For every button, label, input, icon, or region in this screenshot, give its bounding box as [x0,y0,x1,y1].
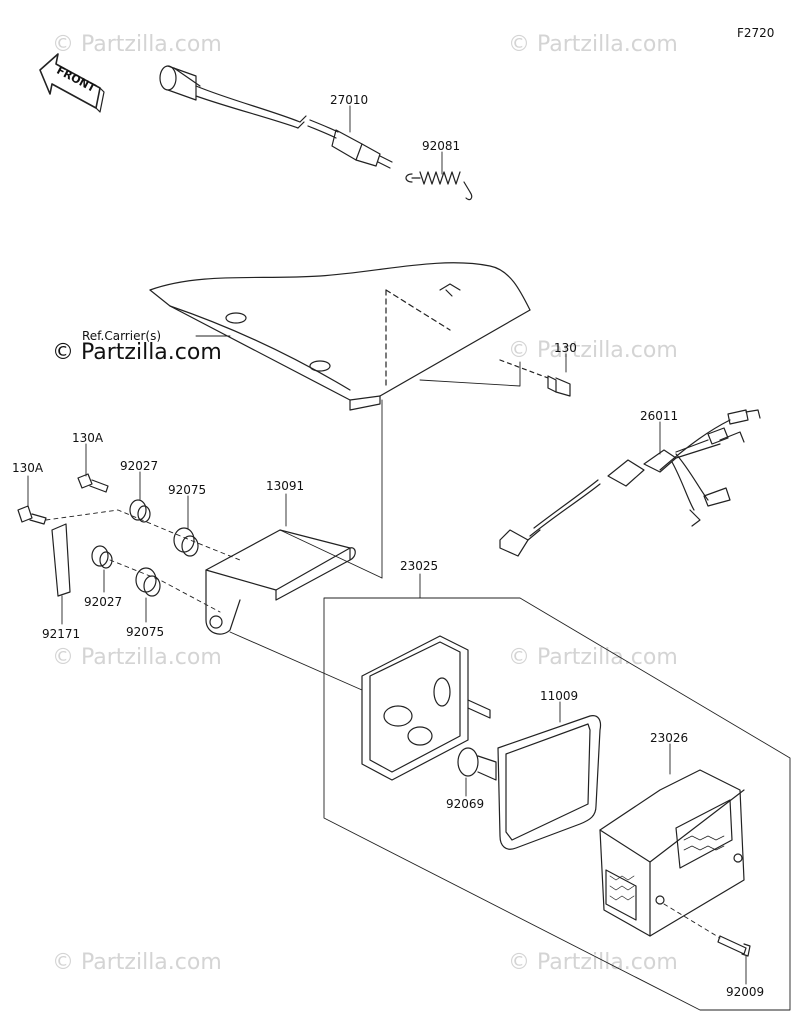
part-label-92027-lower: 92027 [84,595,122,609]
part-label-130A-lower: 130A [12,461,44,475]
grommet-92075-lower [135,567,161,597]
watermark: © Partzilla.com [52,32,222,57]
sensor-cable-27010 [159,65,393,169]
bolt-130A-upper [77,473,109,493]
part-label-26011: 26011 [640,409,678,423]
part-label-130A-upper: 130A [72,431,104,445]
front-arrow-icon [39,53,105,113]
ref-carrier-label: Ref.Carrier(s) [82,329,161,343]
assembly-box-23025 [323,597,791,1011]
carrier-panel [149,262,531,411]
watermark: © Partzilla.com [52,950,222,975]
collar-92027-lower [91,545,113,569]
tail-light-base [229,631,491,781]
diagram-code: F2720 [737,26,775,40]
part-label-11009: 11009 [540,689,578,703]
watermark: © Partzilla.com [52,645,222,670]
part-label-92171: 92171 [42,627,80,641]
bolt-130 [419,359,571,397]
watermark: © Partzilla.com [508,32,678,57]
part-label-23025: 23025 [400,559,438,573]
part-label-92075-lower: 92075 [126,625,164,639]
wiring-harness-26011 [499,409,761,557]
watermark: © Partzilla.com [508,950,678,975]
bracket-13091 [205,399,383,635]
screw-92009 [663,903,751,957]
lens-cover-23026 [599,769,745,937]
part-label-92075-upper: 92075 [168,483,206,497]
part-label-92009: 92009 [726,985,764,999]
watermark: © Partzilla.com [508,338,678,363]
part-label-27010: 27010 [330,93,368,107]
part-label-92027-upper: 92027 [120,459,158,473]
part-label-23026: 23026 [650,731,688,745]
plate-92171 [51,523,71,597]
part-label-13091: 13091 [266,479,304,493]
collar-92027-upper [129,499,151,523]
watermark-main: © Partzilla.com [52,340,222,365]
grommet-92075-upper [173,527,199,557]
bulb-92069 [457,747,497,781]
part-label-92069: 92069 [446,797,484,811]
part-label-92081: 92081 [422,139,460,153]
bolt-130A-lower [17,505,47,525]
spring-92081 [405,171,473,201]
watermark: © Partzilla.com [508,645,678,670]
part-label-130: 130 [554,341,577,355]
gasket-11009 [497,715,602,850]
